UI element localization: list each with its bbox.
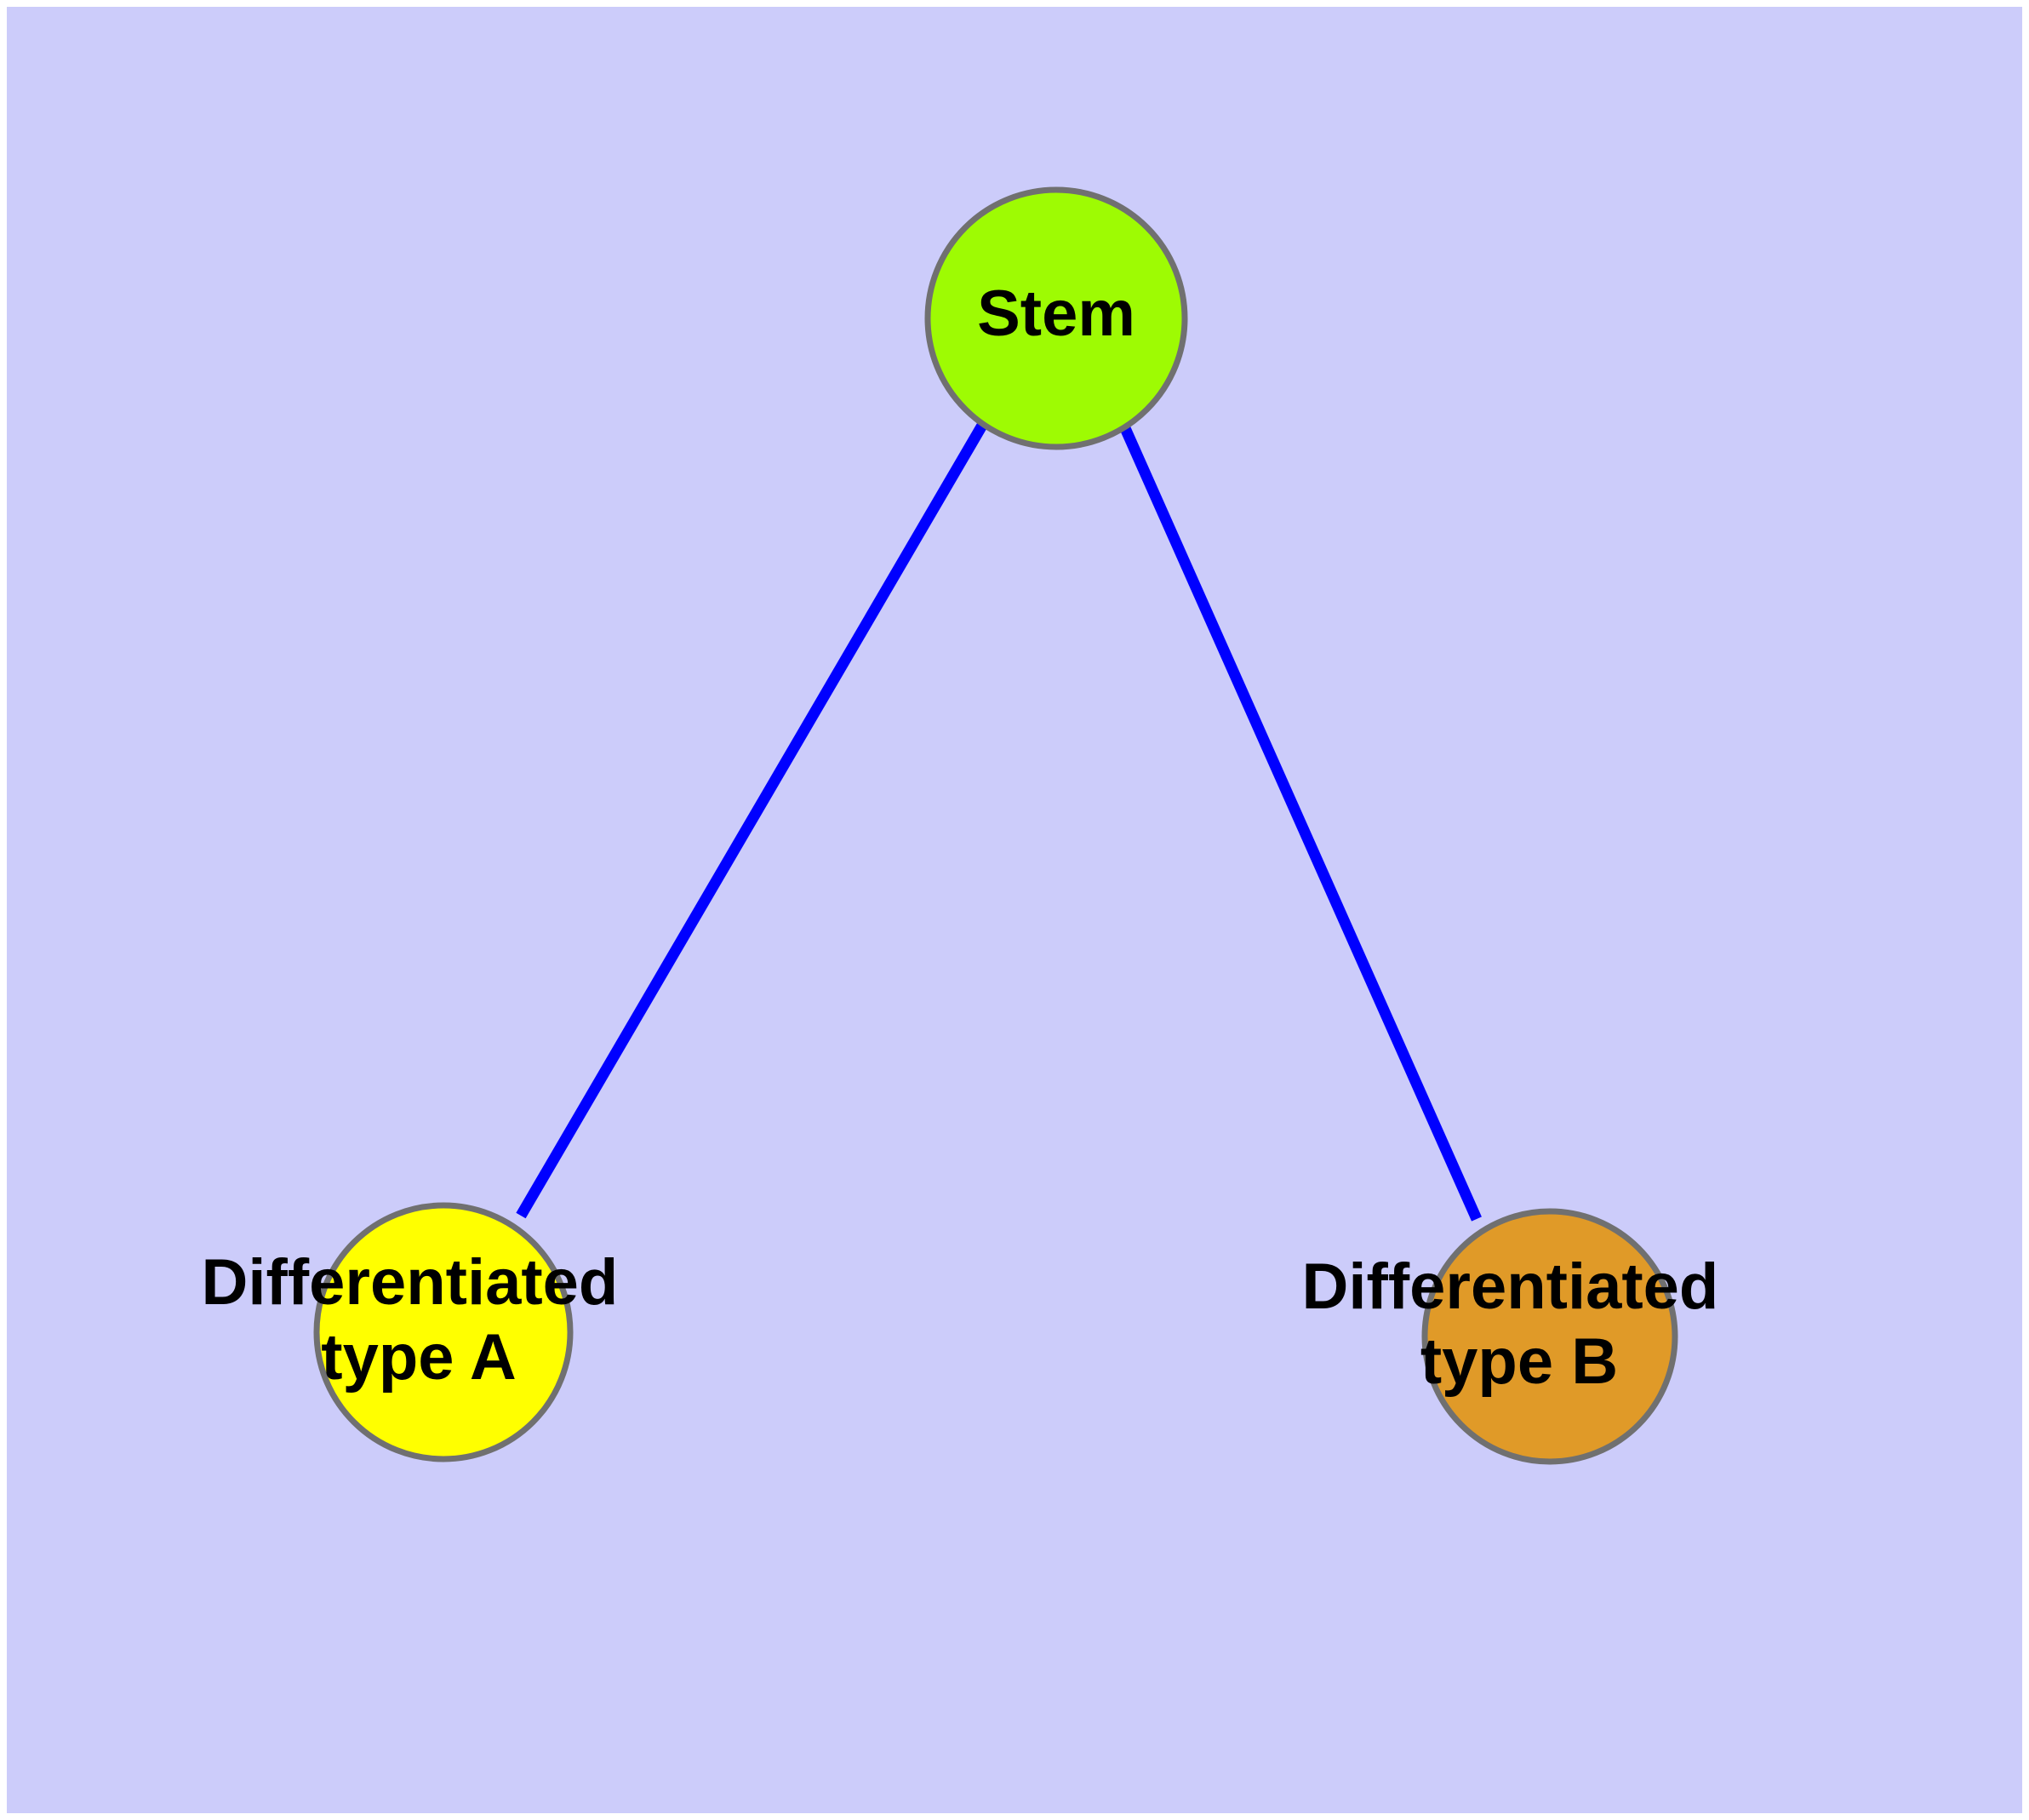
node-label-differentiated-type-b: Differentiated type B bbox=[1302, 1251, 1737, 1398]
edge-stem-to-differentiated-type-a[interactable] bbox=[516, 421, 988, 1219]
node-label-stem: Stem bbox=[977, 278, 1135, 350]
node-label-differentiated-type-b-line-2: type B bbox=[1420, 1325, 1618, 1398]
node-stem[interactable] bbox=[924, 186, 1188, 450]
node-label-differentiated-type-a-line-1: Differentiated bbox=[202, 1246, 619, 1319]
edge-layer bbox=[516, 421, 1482, 1222]
node-differentiated-type-a-circle[interactable] bbox=[313, 1202, 574, 1462]
node-label-stem-line-1: Stem bbox=[977, 278, 1135, 350]
node-differentiated-type-a[interactable] bbox=[313, 1202, 574, 1462]
node-differentiated-type-b[interactable] bbox=[1421, 1208, 1678, 1465]
node-label-differentiated-type-a-line-2: type A bbox=[321, 1321, 516, 1394]
node-differentiated-type-b-circle[interactable] bbox=[1421, 1208, 1678, 1465]
node-stem-circle[interactable] bbox=[924, 186, 1188, 450]
node-label-differentiated-type-b-line-1: Differentiated bbox=[1302, 1251, 1719, 1323]
node-label-differentiated-type-a: Differentiated type A bbox=[202, 1246, 637, 1394]
label-layer: Stem Differentiated type A Differentiate… bbox=[202, 278, 1737, 1398]
node-layer bbox=[313, 186, 1678, 1465]
edge-stem-to-differentiated-type-b[interactable] bbox=[1120, 426, 1482, 1222]
